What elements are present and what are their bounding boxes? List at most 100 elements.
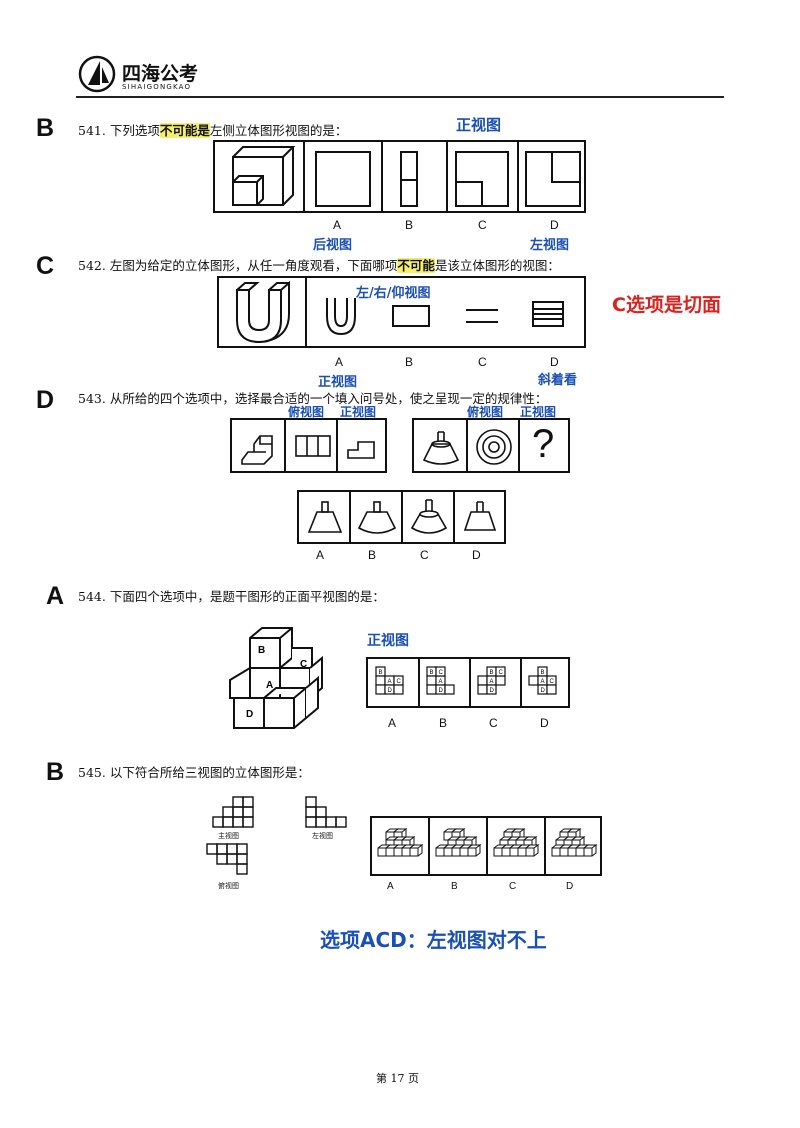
q544-grid-cell-label: C (397, 679, 402, 685)
logo-sail-icon (78, 55, 116, 93)
q542-option-b-figure (392, 305, 430, 327)
q544-grid-cell (546, 684, 557, 695)
q545-main-view-label: 主视图 (218, 832, 239, 840)
q542-option-d[interactable]: D (550, 355, 559, 369)
q543-text-body: 从所给的四个选项中，选择最合适的一个填入问号处，使之呈现一定的规律性： (109, 391, 548, 406)
q544-grid-cell (528, 675, 539, 686)
q544-number: 544. (78, 589, 106, 604)
q541-figure-box (213, 140, 586, 213)
q544-grid-cell-label: D (439, 688, 444, 694)
q544-grid-cell (375, 684, 386, 695)
page-number: 第 17 页 (376, 1072, 419, 1085)
q542-option-a-figure (326, 298, 356, 336)
q544-grid-cell (477, 684, 488, 695)
q545-top-view-label: 俯视图 (218, 882, 239, 890)
q542-option-c[interactable]: C (478, 355, 487, 369)
q544-options-box (366, 657, 570, 708)
logo-name: 四海公考 (122, 63, 199, 85)
q544-grid-cell-label: A (541, 679, 545, 685)
q545-top-view-figure (206, 843, 248, 875)
q541-text-after: 左侧立体图形视图的是： (209, 123, 348, 138)
q545-option-a[interactable]: A (387, 881, 394, 892)
q543-option-d[interactable]: D (472, 548, 481, 562)
q544-option-a[interactable]: A (388, 716, 397, 730)
q545-option-b[interactable]: B (451, 881, 458, 892)
q544-text-body: 下面四个选项中，是题干图形的正面平视图的是： (109, 589, 385, 604)
q541-text: 541. 下列选项不可能是左侧立体图形视图的是： (78, 120, 347, 139)
q541-note-front-view: 正视图 (456, 116, 502, 134)
q542-option-b[interactable]: B (405, 355, 414, 369)
q544-cube-label-d: D (246, 709, 253, 720)
q544-option-d[interactable]: D (540, 716, 549, 730)
q543-note-front: 正视图 (318, 375, 358, 390)
q543-note-top2: 俯视图 (467, 405, 504, 419)
q543-stair-figure (241, 435, 273, 465)
q544-grid-cell (486, 684, 497, 695)
q541-cube-figure (232, 146, 296, 206)
q542-number: 542. (78, 258, 106, 273)
q544-grid-cell (444, 684, 455, 695)
q542-option-a[interactable]: A (335, 355, 344, 369)
q545-option-d[interactable]: D (566, 881, 574, 892)
q544-grid-cell-label: B (430, 670, 434, 676)
q544-grid-cell-label: C (439, 670, 444, 676)
q545-cube (467, 844, 482, 857)
q541-option-c[interactable]: C (478, 218, 487, 232)
q544-grid-cell (393, 684, 404, 695)
q544-option-c[interactable]: C (489, 716, 498, 730)
q544-option-b[interactable]: B (439, 716, 448, 730)
q542-note-views: 左/右/仰视图 (356, 286, 431, 301)
q544-note-front-view: 正视图 (367, 633, 409, 649)
q544-grid-cell-label: A (439, 679, 443, 685)
q542-text-before: 左图为给定的立体图形，从任一角度观看，下面哪项 (109, 258, 398, 273)
q543-front-view-figure (347, 441, 375, 459)
q541-option-b[interactable]: B (405, 218, 414, 232)
q543-option-b[interactable]: B (368, 548, 377, 562)
q543-options-box (297, 490, 506, 544)
q542-option-c-figure (466, 309, 498, 323)
q542-answer: C (36, 252, 55, 280)
q542-note-left-view: 左视图 (530, 238, 570, 253)
q543-option-c-figure (410, 499, 448, 534)
q544-grid-cell (495, 675, 506, 686)
q545-option-blocks (377, 828, 598, 857)
q541-answer: B (36, 114, 55, 142)
q544-grid-cell-label: A (388, 679, 392, 685)
q544-grid-cell (477, 675, 488, 686)
q545-option-c[interactable]: C (509, 881, 517, 892)
q543-text: 543. 从所给的四个选项中，选择最合适的一个填入问号处，使之呈现一定的规律性： (78, 388, 547, 407)
q544-grid-cell-label: C (499, 670, 504, 676)
q541-option-c-figure (455, 151, 509, 207)
q543-note-front1: 正视图 (340, 405, 377, 419)
q544-cube-label-b: B (258, 645, 265, 656)
q543-option-c[interactable]: C (420, 548, 429, 562)
header-rule (76, 96, 724, 98)
q545-main-view-figure (212, 796, 254, 828)
q543-option-a[interactable]: A (316, 548, 325, 562)
q545-text-body: 以下符合所给三视图的立体图形是： (109, 765, 310, 780)
q544-grid-cell (495, 666, 506, 677)
q545-left-view-label: 左视图 (312, 832, 333, 840)
q542-highlight: 不可能 (397, 258, 435, 273)
q544-grid-cell (426, 684, 437, 695)
q542-u-figure (236, 280, 290, 344)
q541-text-before: 下列选项 (109, 123, 160, 138)
q543-top-view-figure (295, 435, 331, 457)
q544-grid-cell-label: C (550, 679, 555, 685)
q545-cube (525, 844, 540, 857)
q545-left-view-figure (305, 796, 347, 828)
q541-number: 541. (78, 123, 106, 138)
q545-text: 545. 以下符合所给三视图的立体图形是： (78, 762, 310, 781)
q544-text: 544. 下面四个选项中，是题干图形的正面平视图的是： (78, 586, 385, 605)
q541-option-a[interactable]: A (333, 218, 342, 232)
q543-answer: D (36, 386, 55, 414)
q544-answer: A (46, 582, 65, 610)
q544-grid-cell (435, 666, 446, 677)
q542-option-d-figure (532, 301, 564, 327)
q543-note-oblique: 斜着看 (538, 373, 578, 388)
q543-option-b-figure (357, 501, 397, 534)
q544-grid-cell-label: B (490, 670, 494, 676)
q545-answer: B (46, 758, 65, 786)
q541-option-d[interactable]: D (550, 218, 559, 232)
